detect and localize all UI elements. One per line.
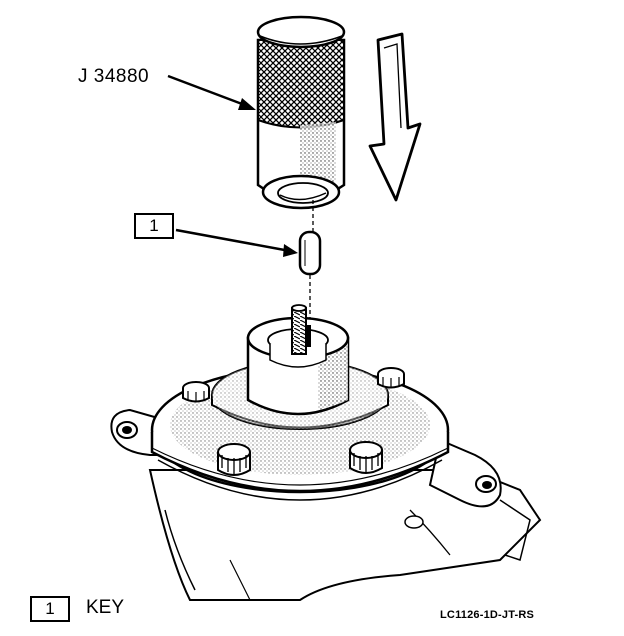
- key-callout-box: 1: [134, 213, 174, 239]
- key-callout-number: 1: [149, 216, 159, 235]
- key-leader: [175, 228, 298, 257]
- tool-j34880: [256, 15, 346, 210]
- key-part: [298, 230, 322, 276]
- tool-number-label: J 34880: [78, 66, 150, 87]
- bolt-back-right: [377, 367, 405, 389]
- down-arrow-icon: [368, 32, 422, 202]
- housing-assembly: [110, 304, 542, 601]
- legend-number-box: 1: [30, 596, 70, 622]
- legend-number: 1: [45, 599, 55, 618]
- figure-id: LC1126-1D-JT-RS: [440, 609, 535, 621]
- bolt-front-left: [217, 443, 251, 476]
- bolt-front-right: [349, 441, 383, 474]
- tool-leader: [167, 74, 256, 110]
- bolt-back-left: [182, 381, 210, 403]
- legend-text: KEY: [86, 597, 125, 618]
